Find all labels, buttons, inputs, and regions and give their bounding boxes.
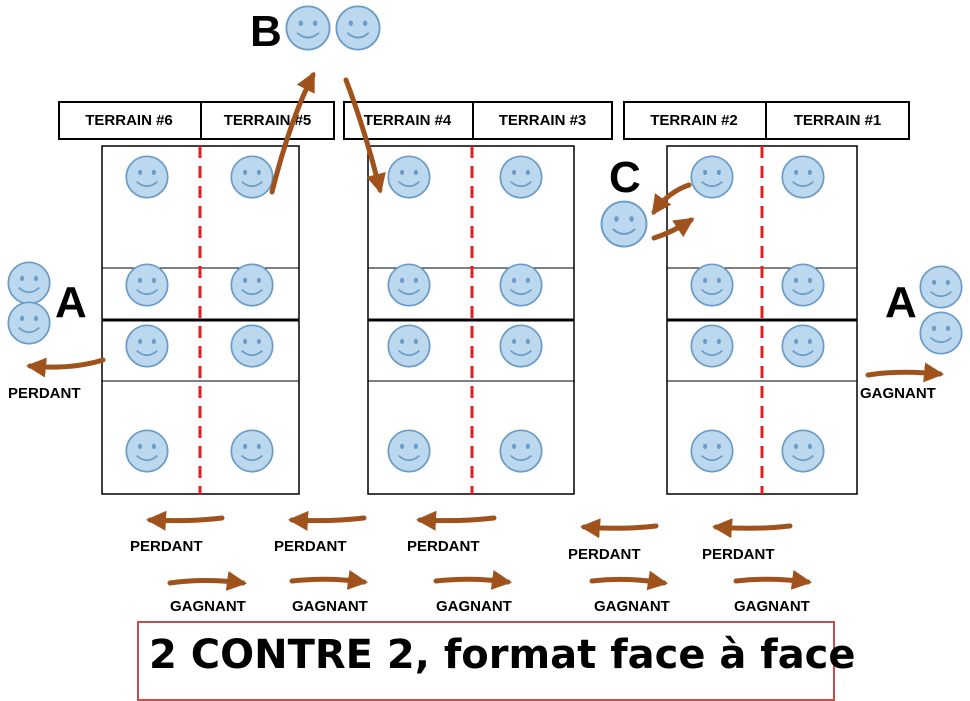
bottom-label-perdant: PERDANT <box>568 546 641 563</box>
bottom-label-gagnant: GAGNANT <box>292 598 368 615</box>
bottom-perdant-arrows <box>146 510 793 539</box>
bottom-label-gagnant: GAGNANT <box>436 598 512 615</box>
group-c-player <box>600 200 648 248</box>
bottom-label-perdant: PERDANT <box>130 538 203 555</box>
terrain-divider <box>200 101 202 140</box>
bottom-label-gagnant: GAGNANT <box>734 598 810 615</box>
group-label-a-right: A <box>885 278 917 327</box>
terrain-divider <box>472 101 474 140</box>
terrain-label-3: TERRAIN #3 <box>498 112 587 129</box>
group-a-right-players <box>919 265 963 355</box>
side-label-gagnant: GAGNANT <box>860 385 936 402</box>
terrain-label-6: TERRAIN #6 <box>85 112 173 129</box>
bottom-gagnant-arrows <box>167 569 812 591</box>
group-b-players <box>285 5 381 51</box>
terrain-label-1: TERRAIN #1 <box>793 112 882 129</box>
bottom-label-gagnant: GAGNANT <box>170 598 246 615</box>
terrain-divider <box>765 101 767 140</box>
terrain-header-4-3 <box>343 101 613 140</box>
bottom-label-perdant: PERDANT <box>274 538 347 555</box>
bottom-label-perdant: PERDANT <box>407 538 480 555</box>
terrain-label-2: TERRAIN #2 <box>650 112 738 129</box>
group-a-left-players <box>7 261 51 345</box>
terrain-label-4: TERRAIN #4 <box>363 112 452 129</box>
bottom-label-perdant: PERDANT <box>702 546 775 563</box>
terrain-header-6-5 <box>58 101 335 140</box>
page-title: 2 CONTRE 2, format face à face <box>149 632 856 678</box>
side-label-perdant: PERDANT <box>8 385 81 402</box>
group-label-c: C <box>609 153 641 202</box>
bottom-label-gagnant: GAGNANT <box>594 598 670 615</box>
group-label-a-left: A <box>55 278 87 327</box>
group-label-b: B <box>250 7 282 56</box>
movement-arrows <box>26 71 944 383</box>
